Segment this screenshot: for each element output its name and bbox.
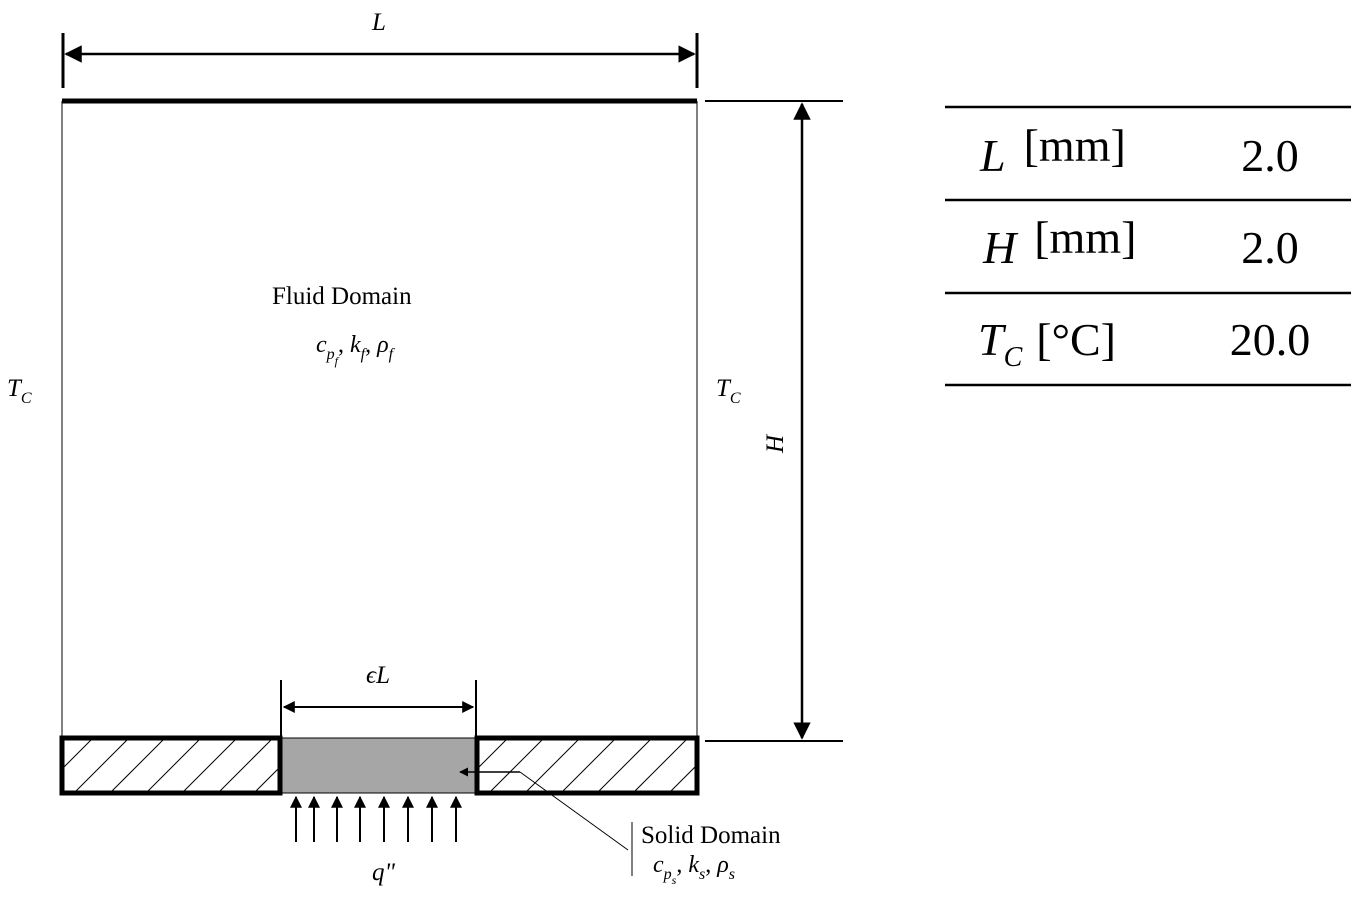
hatch-line — [253, 766, 280, 793]
solid-domain-properties: cps, ks, ρs — [653, 852, 735, 887]
right-wall-temperature-label: TC — [716, 375, 741, 407]
heater-width-dimension: ϵL — [280, 662, 477, 738]
width-dimension: L — [61, 9, 699, 88]
hatch-line — [62, 738, 94, 770]
hatch-line — [705, 738, 760, 793]
heater-dimension-label: ϵL — [366, 662, 390, 689]
hatch-line — [2, 738, 57, 793]
table-row: H[mm] 2.0 — [982, 212, 1299, 273]
fluid-domain-properties: cpf, kf, ρf — [316, 332, 396, 368]
hatch-line — [477, 738, 509, 770]
hatch-line — [560, 738, 617, 793]
heater-solid-block — [281, 737, 476, 794]
parameter-table: L[mm] 2.0 H[mm] 2.0 TC[°C] 20.0 — [945, 105, 1351, 387]
table-cell-value: 2.0 — [1241, 222, 1299, 273]
hatch-line — [741, 738, 796, 793]
heat-flux-arrows — [290, 795, 462, 842]
table-cell-symbol: H[mm] — [982, 212, 1136, 273]
fluid-domain-title: Fluid Domain — [272, 283, 412, 310]
solid-domain-callout — [459, 767, 633, 876]
hatch-line — [217, 738, 274, 793]
hatch-line — [109, 738, 166, 793]
hatch-line — [524, 738, 581, 793]
solid-domain-title: Solid Domain — [641, 822, 781, 849]
height-dimension: H — [705, 100, 843, 742]
height-dimension-label: H — [762, 433, 789, 454]
hatch-line — [73, 738, 130, 793]
right-insulated-block — [474, 735, 796, 796]
table-cell-value: 20.0 — [1230, 314, 1311, 365]
table-row: TC[°C] 20.0 — [978, 314, 1310, 373]
hatch-line — [488, 738, 545, 793]
table-row: L[mm] 2.0 — [979, 120, 1299, 181]
left-insulated-block — [2, 735, 283, 796]
table-cell-symbol: L[mm] — [979, 120, 1126, 181]
left-wall-temperature-label: TC — [7, 375, 32, 407]
table-cell-symbol: TC[°C] — [978, 314, 1116, 373]
fluid-domain-box — [61, 98, 698, 738]
hatch-line — [632, 738, 689, 793]
width-dimension-label: L — [371, 9, 386, 36]
hatch-line — [596, 738, 653, 793]
table-cell-value: 2.0 — [1241, 130, 1299, 181]
hatch-line — [145, 738, 202, 793]
heat-flux-label: q" — [372, 859, 396, 886]
hatch-line — [181, 738, 238, 793]
callout-leader — [519, 771, 629, 851]
